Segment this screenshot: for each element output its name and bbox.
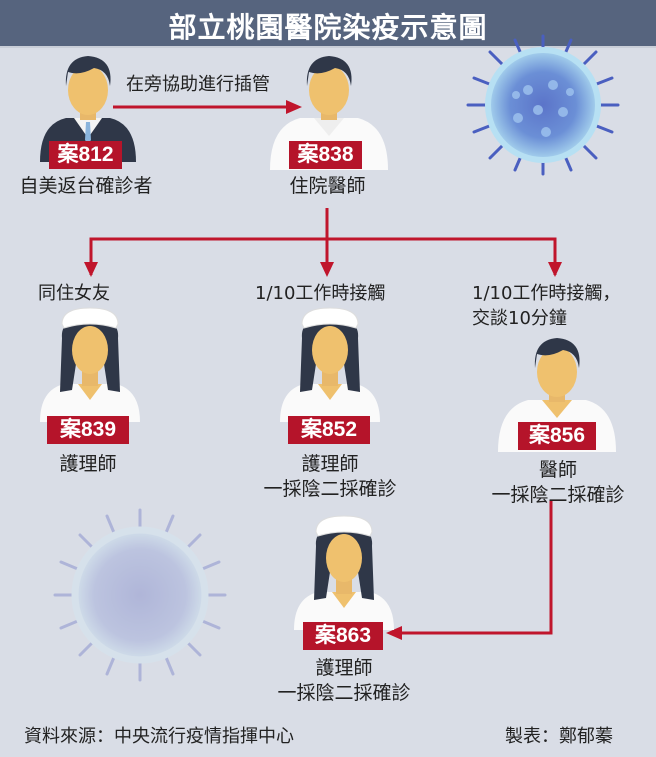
case-badge-856: 案856 (518, 422, 596, 450)
footer-source: 資料來源：中央流行疫情指揮中心 (24, 726, 294, 747)
edge-label-838-856-line1: 1/10工作時接觸， (472, 283, 621, 304)
arrow-head-to-856 (548, 262, 562, 277)
arrow-head-to-852 (320, 262, 334, 277)
arrow-head-812-to-838 (286, 100, 302, 114)
case-badge-852: 案852 (288, 416, 370, 444)
arrow-head-to-863 (386, 626, 402, 640)
case-status-863: 一採陰二採確診 (277, 682, 411, 704)
edge-label-838-839: 同住女友 (38, 283, 110, 304)
diagram-title: 部立桃園醫院染疫示意圖 (168, 11, 488, 44)
case-badge-838: 案838 (289, 141, 362, 169)
arrow-head-to-839 (84, 262, 98, 277)
edge-label-838-852: 1/10工作時接觸 (255, 283, 386, 304)
person-icon-nurse (40, 307, 140, 422)
case-badge-839: 案839 (47, 416, 129, 444)
case-role-812: 自美返台確診者 (19, 175, 153, 197)
case-role-838: 住院醫師 (289, 175, 366, 197)
case-status-856: 一採陰二採確診 (491, 484, 625, 506)
case-role-863: 護理師 (315, 657, 373, 679)
case-status-852: 一採陰二採確診 (263, 478, 397, 500)
person-icon-nurse (280, 307, 380, 422)
case-role-852: 護理師 (301, 453, 359, 475)
case-role-839: 護理師 (59, 453, 117, 475)
case-role-856: 醫師 (538, 459, 577, 481)
footer-credit: 製表：鄭郁蓁 (505, 726, 613, 747)
edge-label-812-838: 在旁協助進行插管 (126, 74, 270, 95)
person-icon-nurse (294, 515, 394, 630)
title-bar: 部立桃園醫院染疫示意圖 (0, 0, 656, 48)
case-badge-812: 案812 (49, 141, 122, 169)
virus-illustration-bottom-left (53, 508, 227, 682)
edge-label-838-856-line2: 交談10分鐘 (472, 308, 567, 329)
case-badge-863: 案863 (303, 622, 383, 650)
virus-illustration-top-right (466, 34, 620, 176)
